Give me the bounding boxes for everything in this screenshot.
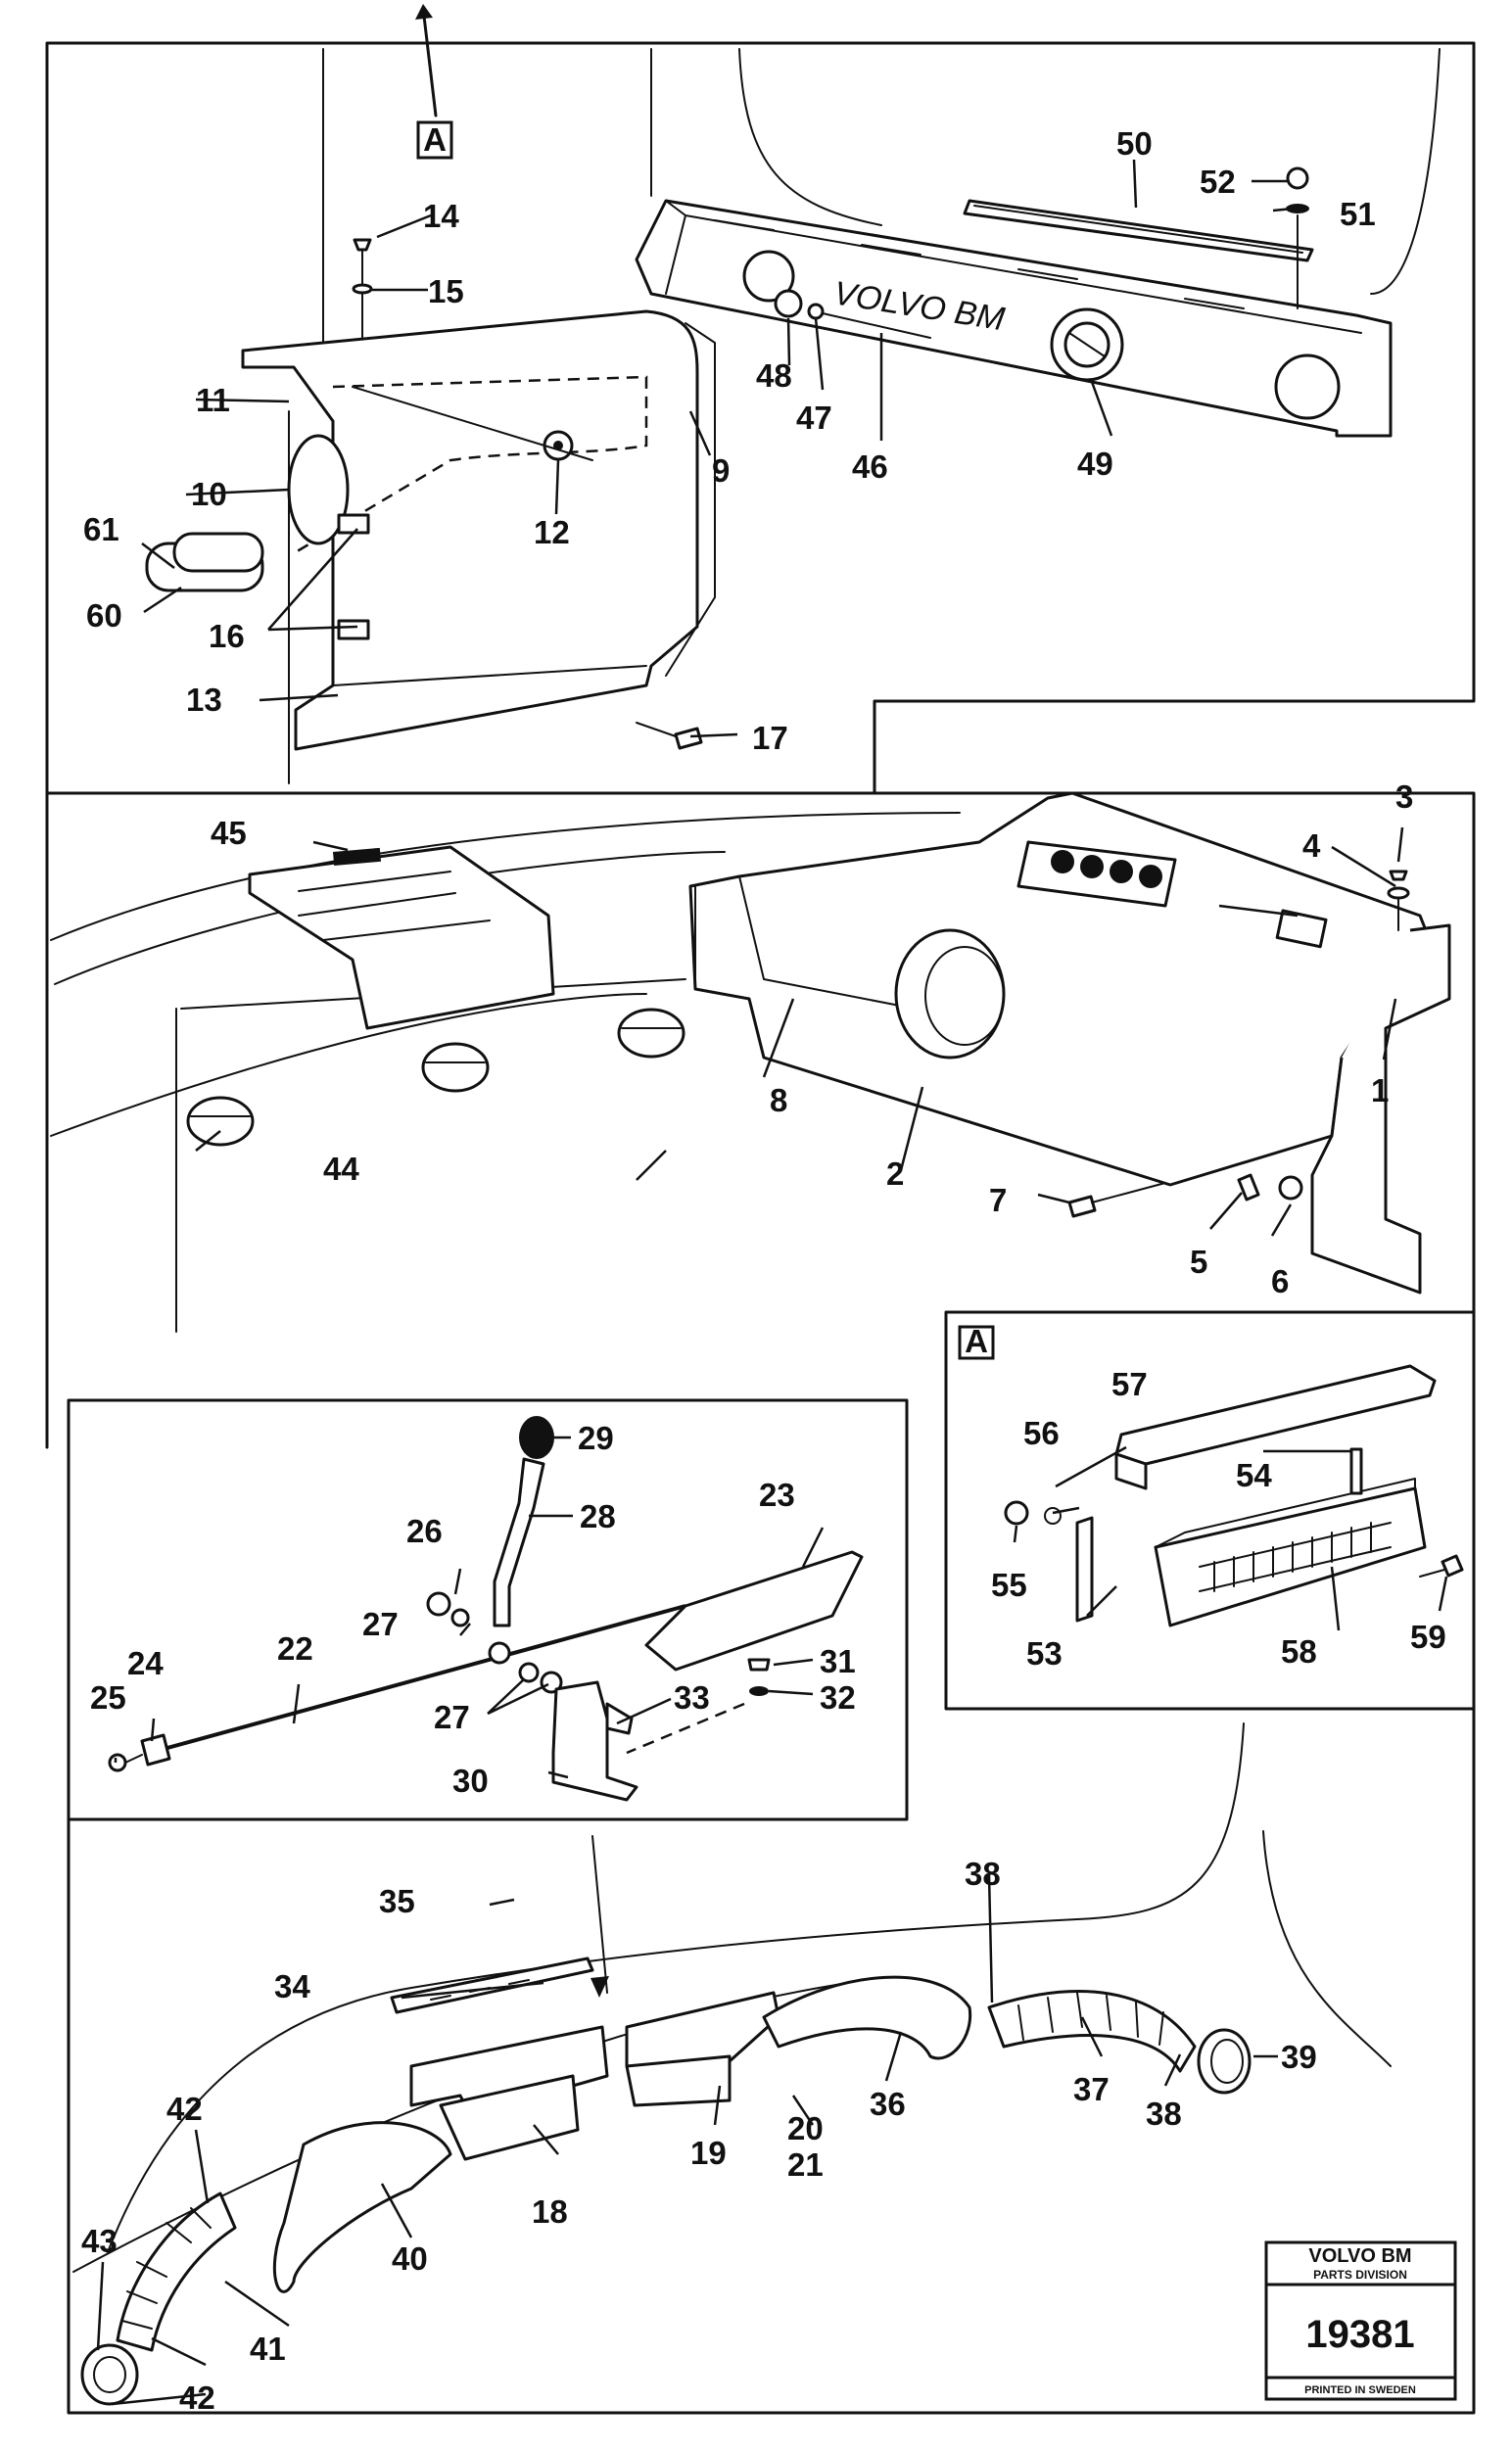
top-panel-drawing: VOLVO BM — [145, 48, 1441, 784]
callout-label: 49 — [1077, 446, 1113, 482]
callout-label: 1 — [1371, 1072, 1389, 1108]
callout-label: 36 — [870, 2086, 906, 2122]
callout-label: 37 — [1073, 2071, 1110, 2107]
callout-label: 6 — [1271, 1263, 1289, 1299]
callout-label: 13 — [186, 682, 222, 718]
callout-label: 14 — [423, 198, 459, 234]
callout-leaders — [96, 159, 1448, 2406]
callout-label: 7 — [989, 1182, 1007, 1218]
callout-label: 21 — [787, 2146, 824, 2183]
callout-label: 33 — [674, 1679, 710, 1716]
control-inset-frame — [67, 1398, 909, 1821]
callout-label: 61 — [83, 511, 119, 547]
callout-label: 55 — [991, 1567, 1027, 1603]
control-inset-drawing — [108, 1416, 864, 1802]
callout-label: 51 — [1340, 196, 1376, 232]
callout-label: 47 — [796, 400, 832, 436]
detail-a-top-text: A — [423, 121, 447, 158]
callout-label: 46 — [852, 448, 888, 485]
callout-label: 22 — [277, 1630, 313, 1667]
callout-label: 25 — [90, 1679, 126, 1716]
detail-a-marker-top: A — [416, 120, 453, 160]
callout-label: 40 — [392, 2240, 428, 2277]
callout-label: 56 — [1023, 1415, 1060, 1451]
callout-label: 60 — [86, 597, 122, 634]
callout-label: 11 — [196, 382, 230, 418]
callout-label: 4 — [1302, 827, 1321, 864]
callout-label: 23 — [759, 1477, 795, 1513]
callout-label: 17 — [752, 720, 788, 756]
callout-label: 3 — [1395, 778, 1413, 815]
callout-label: 20 — [787, 2110, 824, 2146]
callout-label: 44 — [323, 1151, 359, 1187]
callout-label: 26 — [406, 1513, 443, 1549]
detail-a-marker-inset — [958, 1325, 995, 1360]
callout-label: 45 — [211, 815, 247, 851]
callout-label: 5 — [1190, 1244, 1207, 1280]
callout-label: 31 — [820, 1643, 856, 1679]
callout-label: 15 — [428, 273, 464, 309]
callout-label: 28 — [580, 1498, 616, 1534]
inset-a-drawing: A — [958, 1323, 1464, 1627]
callout-label: 53 — [1026, 1635, 1063, 1672]
detail-a-inset-text: A — [965, 1323, 988, 1359]
callout-label: 24 — [127, 1645, 164, 1681]
inset-a-frame — [944, 1310, 1476, 1711]
callout-label: 54 — [1236, 1457, 1272, 1493]
callout-label: 18 — [532, 2193, 568, 2230]
callout-label: 52 — [1200, 164, 1236, 200]
stamp-division: PARTS DIVISION — [1313, 2268, 1407, 2282]
panel-frames — [45, 41, 1476, 2415]
callout-label: 9 — [712, 452, 730, 489]
callout-label: 38 — [965, 1856, 1001, 1892]
bottom-panel-drawing — [72, 1722, 1392, 2406]
callout-label: 27 — [434, 1699, 470, 1735]
callout-label: 39 — [1281, 2039, 1317, 2075]
callout-label: 38 — [1146, 2096, 1182, 2132]
callout-label: 57 — [1111, 1366, 1148, 1402]
callout-label: 2 — [886, 1155, 904, 1192]
stamp-printed: PRINTED IN SWEDEN — [1304, 2384, 1416, 2396]
stamp-brand: VOLVO BM — [1308, 2245, 1411, 2267]
callout-label: 32 — [820, 1679, 856, 1716]
callout-label: 58 — [1281, 1633, 1317, 1670]
callout-label: 8 — [770, 1082, 787, 1118]
callout-label: 50 — [1116, 125, 1153, 162]
callout-label: 35 — [379, 1883, 415, 1919]
callout-label: 41 — [250, 2331, 286, 2367]
callout-label: 30 — [452, 1763, 489, 1799]
callout-label: 43 — [81, 2223, 118, 2259]
callout-label: 19 — [690, 2135, 727, 2171]
callout-label: 29 — [578, 1420, 614, 1456]
callout-label: 16 — [209, 618, 245, 654]
callout-label: 34 — [274, 1968, 310, 2004]
callout-label: 27 — [362, 1606, 399, 1642]
callout-label: 10 — [191, 476, 227, 512]
callout-label: 42 — [179, 2380, 215, 2416]
detail-a-arrow — [415, 4, 438, 118]
stamp-number: 19381 — [1305, 2313, 1414, 2356]
callout-label: 12 — [534, 514, 570, 550]
callout-label: 42 — [166, 2091, 203, 2127]
middle-panel-drawing — [50, 791, 1451, 1333]
callout-labels: 1 2 3 4 5 6 7 8 9 10 11 12 13 14 15 16 1… — [81, 125, 1446, 2416]
parts-stamp: VOLVO BM PARTS DIVISION 19381 PRINTED IN… — [1264, 2240, 1457, 2401]
callout-label: 59 — [1410, 1619, 1446, 1655]
callout-label: 48 — [756, 357, 792, 394]
